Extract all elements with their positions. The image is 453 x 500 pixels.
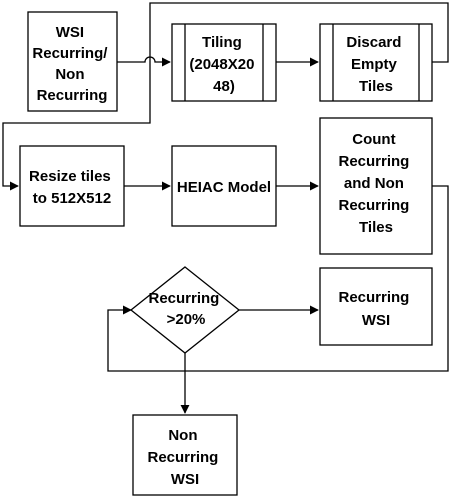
node-decision-line: >20% (167, 311, 206, 328)
node-tiling-line: (2048X20 (189, 56, 254, 73)
node-discard-line: Tiles (359, 78, 393, 95)
node-wsi-input-line: Recurring (37, 87, 108, 104)
node-tiling-line: Tiling (202, 34, 242, 51)
node-non-recurring-output-line: Non (168, 427, 197, 444)
node-decision: Recurring >20% (129, 266, 241, 354)
node-count-line: and Non (344, 175, 404, 192)
node-tiling: Tiling (2048X20 48) (171, 23, 277, 102)
node-model: HEIAC Model (171, 145, 277, 227)
edge-discard-to-resize (2, 2, 449, 191)
node-count-line: Count (352, 131, 395, 148)
svg-text:Tiling (2048X20 48: Tiling (2048X20 48) (189, 34, 258, 95)
connectors (2, 2, 449, 414)
svg-text:HEIAC Model: HEIAC Model (177, 179, 271, 196)
node-wsi-input: WSI Recurring/ Non Recurring (27, 11, 118, 112)
node-wsi-input-line: WSI (56, 24, 84, 41)
svg-text:WSI Recurring/ Non: WSI Recurring/ Non Recurring (32, 24, 111, 104)
node-count-line: Recurring (338, 153, 409, 170)
node-discard: Discard Empty Tiles (319, 23, 433, 102)
node-model-line: HEIAC Model (177, 179, 271, 196)
node-resize: Resize tiles to 512X512 (19, 145, 125, 227)
svg-text:Recurring WSI: Recurring WSI (338, 289, 413, 329)
node-resize-line: Resize tiles (29, 168, 111, 185)
svg-text:Non Recurring WSI: Non Recurring WSI (147, 427, 222, 488)
node-non-recurring-output-line: WSI (171, 471, 199, 488)
node-count: Count Recurring and Non Recurring Tiles (319, 117, 433, 255)
node-wsi-input-line: Recurring/ (32, 45, 108, 62)
node-recurring-output: Recurring WSI (319, 267, 433, 346)
node-non-recurring-output-line: Recurring (147, 449, 218, 466)
svg-text:Discard Empty Tile: Discard Empty Tiles (346, 34, 405, 95)
node-discard-line: Discard (346, 34, 401, 51)
node-decision-line: Recurring (148, 290, 219, 307)
node-non-recurring-output: Non Recurring WSI (132, 414, 238, 496)
node-discard-line: Empty (351, 56, 398, 73)
node-resize-line: to 512X512 (33, 190, 111, 207)
svg-text:Resize tiles to 512X512: Resize tiles to 512X512 (29, 168, 115, 207)
edge-wsi-to-tiling (117, 56, 171, 67)
svg-text:Recurring >20%: Recurring >20% (148, 290, 223, 328)
node-wsi-input-line: Non (55, 66, 84, 83)
node-recurring-output-line: Recurring (338, 289, 409, 306)
node-count-line: Recurring (338, 197, 409, 214)
node-count-line: Tiles (359, 219, 393, 236)
svg-text:Count Recurring an: Count Recurring and Non Recurring Tiles (338, 131, 413, 236)
node-tiling-line: 48) (213, 78, 235, 95)
node-recurring-output-line: WSI (362, 312, 390, 329)
edge-count-to-decision (107, 185, 449, 372)
